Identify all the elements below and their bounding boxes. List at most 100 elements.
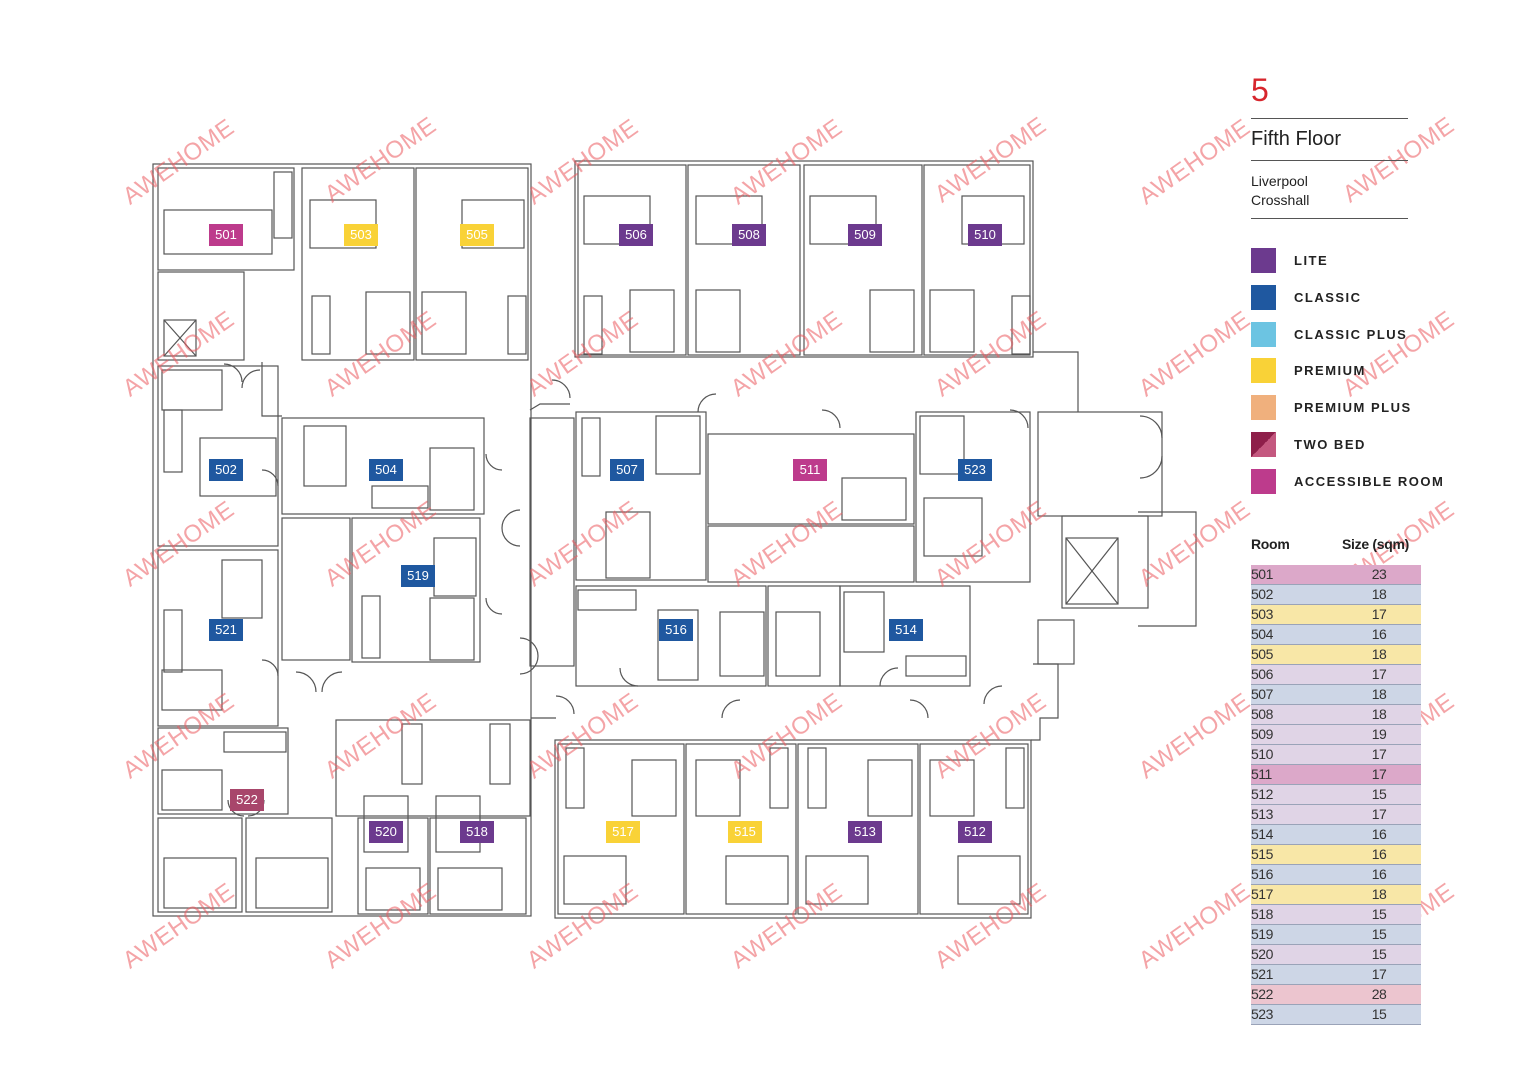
legend-swatch <box>1251 468 1276 494</box>
table-cell-room: 518 <box>1251 906 1273 922</box>
legend-label: PREMIUM PLUS <box>1294 400 1412 416</box>
legend-item: CLASSIC PLUS <box>1251 321 1451 348</box>
table-row: 508 18 <box>1251 705 1421 725</box>
room-tag-520: 520 <box>369 821 403 843</box>
divider <box>1251 160 1408 161</box>
table-cell-room: 502 <box>1251 586 1273 602</box>
table-cell-room: 523 <box>1251 1006 1273 1022</box>
table-cell-size: 17 <box>1371 746 1387 762</box>
table-cell-size: 17 <box>1371 806 1387 822</box>
table-cell-room: 508 <box>1251 706 1273 722</box>
table-row: 517 18 <box>1251 885 1421 905</box>
room-tag-501: 501 <box>209 224 243 246</box>
table-row: 521 17 <box>1251 965 1421 985</box>
table-row: 503 17 <box>1251 605 1421 625</box>
table-cell-size: 17 <box>1371 666 1387 682</box>
table-cell-room: 503 <box>1251 606 1273 622</box>
table-header-size: Size (sqm) <box>1342 536 1410 552</box>
table-row: 510 17 <box>1251 745 1421 765</box>
legend-label: CLASSIC PLUS <box>1294 326 1408 342</box>
floor-name: Fifth Floor <box>1251 128 1342 150</box>
room-tag-515: 515 <box>728 821 762 843</box>
room-tag-510: 510 <box>968 224 1002 246</box>
legend-item: ACCESSIBLE ROOM <box>1251 468 1451 495</box>
room-tag-513: 513 <box>848 821 882 843</box>
table-cell-size: 28 <box>1371 986 1387 1002</box>
legend-swatch <box>1251 395 1276 421</box>
table-cell-room: 504 <box>1251 626 1273 642</box>
table-cell-room: 521 <box>1251 966 1273 982</box>
room-tag-511: 511 <box>793 459 827 481</box>
table-cell-size: 17 <box>1371 606 1387 622</box>
table-cell-size: 19 <box>1371 726 1387 742</box>
room-tag-523: 523 <box>958 459 992 481</box>
legend-item: PREMIUM <box>1251 358 1451 384</box>
table-row: 518 15 <box>1251 905 1421 925</box>
room-tag-508: 508 <box>732 224 766 246</box>
table-cell-size: 16 <box>1371 626 1387 642</box>
table-cell-size: 15 <box>1371 1006 1387 1022</box>
table-header-room: Room <box>1251 536 1290 552</box>
table-cell-size: 18 <box>1371 646 1387 662</box>
table-cell-size: 17 <box>1371 966 1387 982</box>
table-cell-room: 516 <box>1251 866 1273 882</box>
legend-label: PREMIUM <box>1294 363 1366 379</box>
table-row: 504 16 <box>1251 625 1421 645</box>
table-cell-room: 511 <box>1251 766 1272 782</box>
legend-swatch <box>1251 284 1276 310</box>
divider <box>1251 218 1408 219</box>
table-row: 523 15 <box>1251 1005 1421 1025</box>
table-row: 511 17 <box>1251 765 1421 785</box>
location-line-2: Crosshall <box>1251 192 1310 208</box>
legend-label: ACCESSIBLE ROOM <box>1294 473 1445 489</box>
table-cell-size: 16 <box>1371 866 1387 882</box>
table-row: 506 17 <box>1251 665 1421 685</box>
table-cell-size: 16 <box>1371 826 1387 842</box>
legend-swatch <box>1251 321 1276 347</box>
legend-item: CLASSIC <box>1251 284 1451 311</box>
table-cell-size: 18 <box>1371 886 1387 902</box>
table-cell-room: 506 <box>1251 666 1273 682</box>
room-tag-509: 509 <box>848 224 882 246</box>
table-cell-size: 18 <box>1371 706 1387 722</box>
divider <box>1251 118 1408 119</box>
table-cell-room: 505 <box>1251 646 1273 662</box>
room-tag-502: 502 <box>209 459 243 481</box>
room-tag-507: 507 <box>610 459 644 481</box>
table-cell-size: 17 <box>1371 766 1387 782</box>
table-cell-room: 513 <box>1251 806 1273 822</box>
room-tag-518: 518 <box>460 821 494 843</box>
table-row: 516 16 <box>1251 865 1421 885</box>
room-tag-512: 512 <box>958 821 992 843</box>
room-tag-522: 522 <box>230 789 264 811</box>
table-cell-room: 517 <box>1251 886 1273 902</box>
table-cell-size: 15 <box>1371 906 1387 922</box>
room-tag-519: 519 <box>401 565 435 587</box>
legend-swatch <box>1251 358 1276 384</box>
table-cell-size: 15 <box>1371 926 1387 942</box>
location-line-1: Liverpool <box>1251 173 1308 189</box>
table-row: 513 17 <box>1251 805 1421 825</box>
room-tag-517: 517 <box>606 821 640 843</box>
table-cell-room: 507 <box>1251 686 1273 702</box>
table-cell-room: 510 <box>1251 746 1273 762</box>
legend-item: TWO BED <box>1251 432 1451 458</box>
room-tag-521: 521 <box>209 619 243 641</box>
room-tag-504: 504 <box>369 459 403 481</box>
table-cell-room: 514 <box>1251 826 1273 842</box>
floor-number: 5 <box>1251 72 1269 108</box>
table-cell-room: 501 <box>1251 566 1273 582</box>
legend-label: CLASSIC <box>1294 289 1362 305</box>
table-cell-room: 520 <box>1251 946 1273 962</box>
table-row: 514 16 <box>1251 825 1421 845</box>
legend-label: TWO BED <box>1294 437 1366 452</box>
